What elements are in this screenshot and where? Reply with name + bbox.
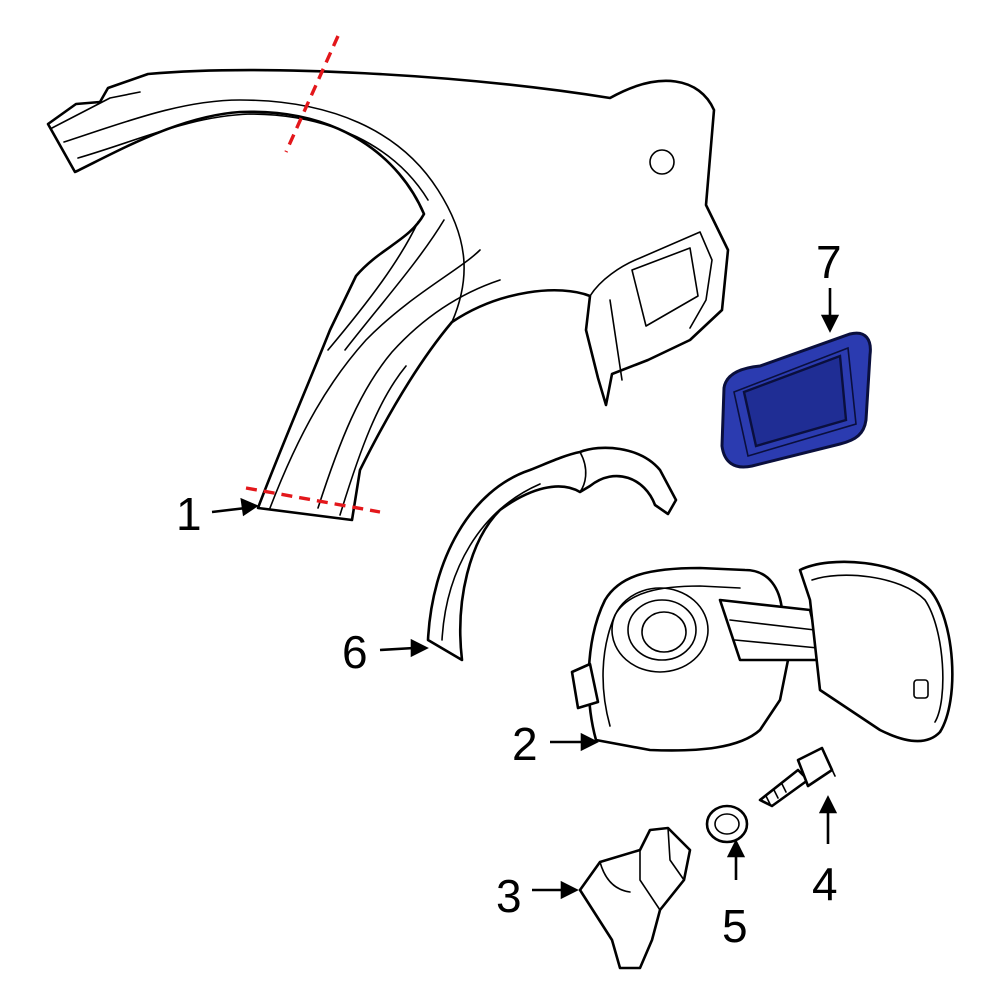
seal-inner-opening [742,354,848,448]
callout-1-label: 1 [176,488,202,540]
callout-3-label: 3 [496,870,522,922]
callout-4-label: 4 [812,858,838,910]
part-4-screw[interactable] [758,746,836,808]
part-6-wheel-molding[interactable] [426,446,678,662]
part-2-fuel-door-housing[interactable] [570,560,954,752]
cut-line-bottom [245,486,381,514]
callout-5-label: 5 [722,900,748,952]
cut-line-top [284,35,340,153]
callout-arrows [211,288,840,900]
part-7-seal-highlighted[interactable] [720,331,872,469]
part-1-quarter-panel[interactable] [46,35,730,522]
callout-6-label: 6 [342,626,368,678]
callout-7-label: 7 [816,236,842,288]
callout-2-label: 2 [512,718,538,770]
seal-ridge [733,346,857,458]
part-5-grommet[interactable] [705,804,749,844]
part-3-actuator[interactable] [578,826,692,970]
